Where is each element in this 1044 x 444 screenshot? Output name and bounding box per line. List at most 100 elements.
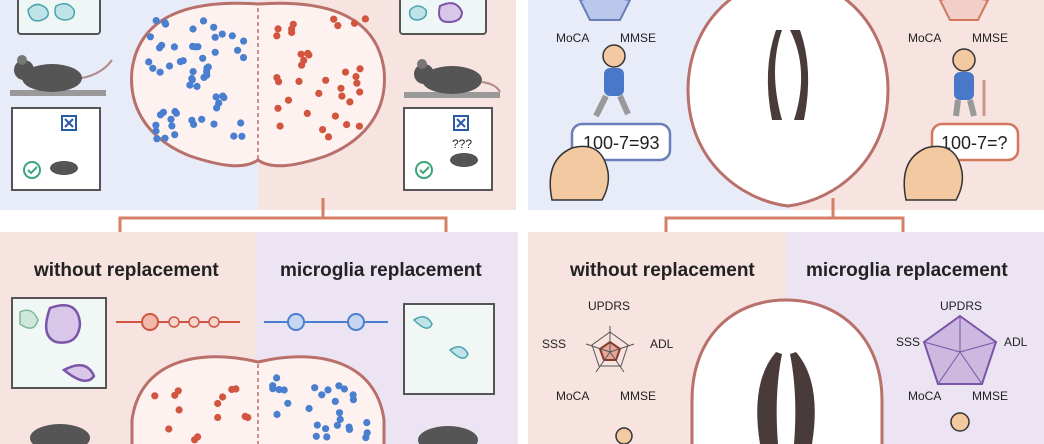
brain-dot: [156, 111, 165, 119]
heading-microglia-replacement: microglia replacement: [806, 260, 1008, 281]
brain-dot: [239, 54, 248, 62]
check-icon: [23, 161, 41, 179]
radar-bottom-left-axis: SSS: [542, 337, 566, 351]
brain-dot: [322, 425, 330, 433]
brain-dot: [269, 385, 277, 393]
brain-dot: [273, 374, 281, 382]
brain-dot: [189, 25, 197, 33]
brain-dot: [151, 392, 159, 400]
brain-dot: [199, 17, 208, 25]
radar-chart-left: [585, 326, 635, 373]
check-icon: [27, 166, 38, 175]
platform-left: [10, 90, 106, 96]
brain-dot: [152, 17, 160, 25]
elderly-person-icon: [952, 48, 986, 117]
brain-dot: [300, 56, 308, 64]
test-box-right: [403, 107, 493, 191]
brain-dot: [276, 122, 284, 130]
brain-dot: [146, 33, 154, 41]
brain-dot: [211, 33, 219, 41]
check-icon: [415, 161, 433, 179]
check-icon: [419, 166, 430, 175]
brain-dot: [324, 133, 333, 141]
brain-dot: [335, 409, 344, 417]
brain-dot: [152, 127, 160, 135]
brain-dot: [343, 121, 351, 129]
heading-without-replacement: without replacement: [33, 260, 219, 281]
brain-dot: [158, 41, 166, 49]
brain-dot: [337, 84, 345, 92]
brain-dot: [323, 433, 331, 441]
brain-dot: [331, 397, 339, 405]
radar-bottom-left-axis: UPDRS: [588, 299, 630, 313]
brain-dot: [295, 77, 303, 85]
brain-dot: [330, 15, 338, 23]
brain-dot: [288, 28, 296, 37]
brain-dot: [214, 399, 222, 408]
glia-cell-shape: [54, 3, 76, 21]
brain-dot: [345, 423, 353, 431]
glia-cell-shape: [408, 5, 428, 21]
brain-dot: [219, 92, 227, 100]
brain-dot: [153, 135, 161, 143]
brain-dot: [171, 131, 179, 139]
brain-dot: [305, 404, 313, 413]
target-x-icon: [64, 118, 74, 128]
radar-bottom-right-axis: ADL: [1004, 335, 1028, 349]
ventricle: [790, 30, 809, 120]
brain-dot: [149, 64, 157, 72]
microglia-shape: [44, 304, 82, 344]
math-correct-text: 100-7=93: [583, 133, 660, 153]
brain-dot: [210, 23, 218, 31]
radar-bottom-right-axis: MoCA: [908, 389, 941, 403]
brain-dot: [280, 386, 288, 394]
brain-dot: [193, 82, 201, 90]
brain-dot: [356, 88, 364, 96]
arrow-left: [118, 198, 325, 244]
brain-dot: [361, 15, 369, 23]
mouse-icon: [450, 153, 478, 167]
brain-dot: [335, 382, 343, 390]
brain-dot: [161, 134, 169, 142]
brain-dot: [350, 19, 359, 27]
brain-dot: [304, 49, 312, 58]
brain-dot: [315, 89, 323, 97]
brain-top-view: [690, 298, 884, 444]
platform-right: [404, 92, 500, 98]
math-bubble-wrong: [930, 122, 1020, 162]
brain-dot: [230, 132, 238, 140]
person-icon: [950, 412, 970, 432]
brain-dot: [273, 32, 281, 40]
microglia-shape: [438, 2, 464, 24]
ventricle-enlarged: [757, 352, 782, 444]
brain-top-view: [686, 0, 890, 208]
radar-bottom-right-axis: MMSE: [972, 389, 1008, 403]
radar-bottom-left-axis: ADL: [650, 337, 674, 351]
mouse-confused-label: ???: [452, 137, 472, 151]
brain-dot: [214, 413, 222, 422]
brain-dot: [165, 425, 173, 433]
brain-dot: [219, 393, 227, 401]
brain-dot: [156, 68, 164, 76]
brain-dot: [274, 25, 282, 33]
brain-dot: [297, 50, 305, 58]
heading-without-replacement: without replacement: [569, 260, 755, 281]
brain-dot: [340, 385, 348, 393]
ventricle: [767, 30, 782, 120]
panel-gutter: [518, 0, 528, 444]
brain-dot: [188, 74, 196, 83]
brain-dot: [333, 421, 341, 429]
radar-icon-right: [938, 0, 990, 21]
radar-bottom-right-axis: SSS: [896, 335, 920, 349]
brain-dot: [175, 406, 183, 414]
brain-dot: [190, 120, 198, 128]
radar-top-left-axis: MMSE: [620, 31, 656, 45]
brain-dot: [232, 385, 240, 393]
bottom-right-panel: without replacement microglia replacemen…: [528, 232, 1044, 444]
brain-dot: [336, 415, 344, 423]
brain-dot: [355, 122, 363, 130]
brain-dot: [237, 119, 245, 127]
brain-dot: [284, 96, 293, 104]
brain-dot: [189, 68, 197, 76]
